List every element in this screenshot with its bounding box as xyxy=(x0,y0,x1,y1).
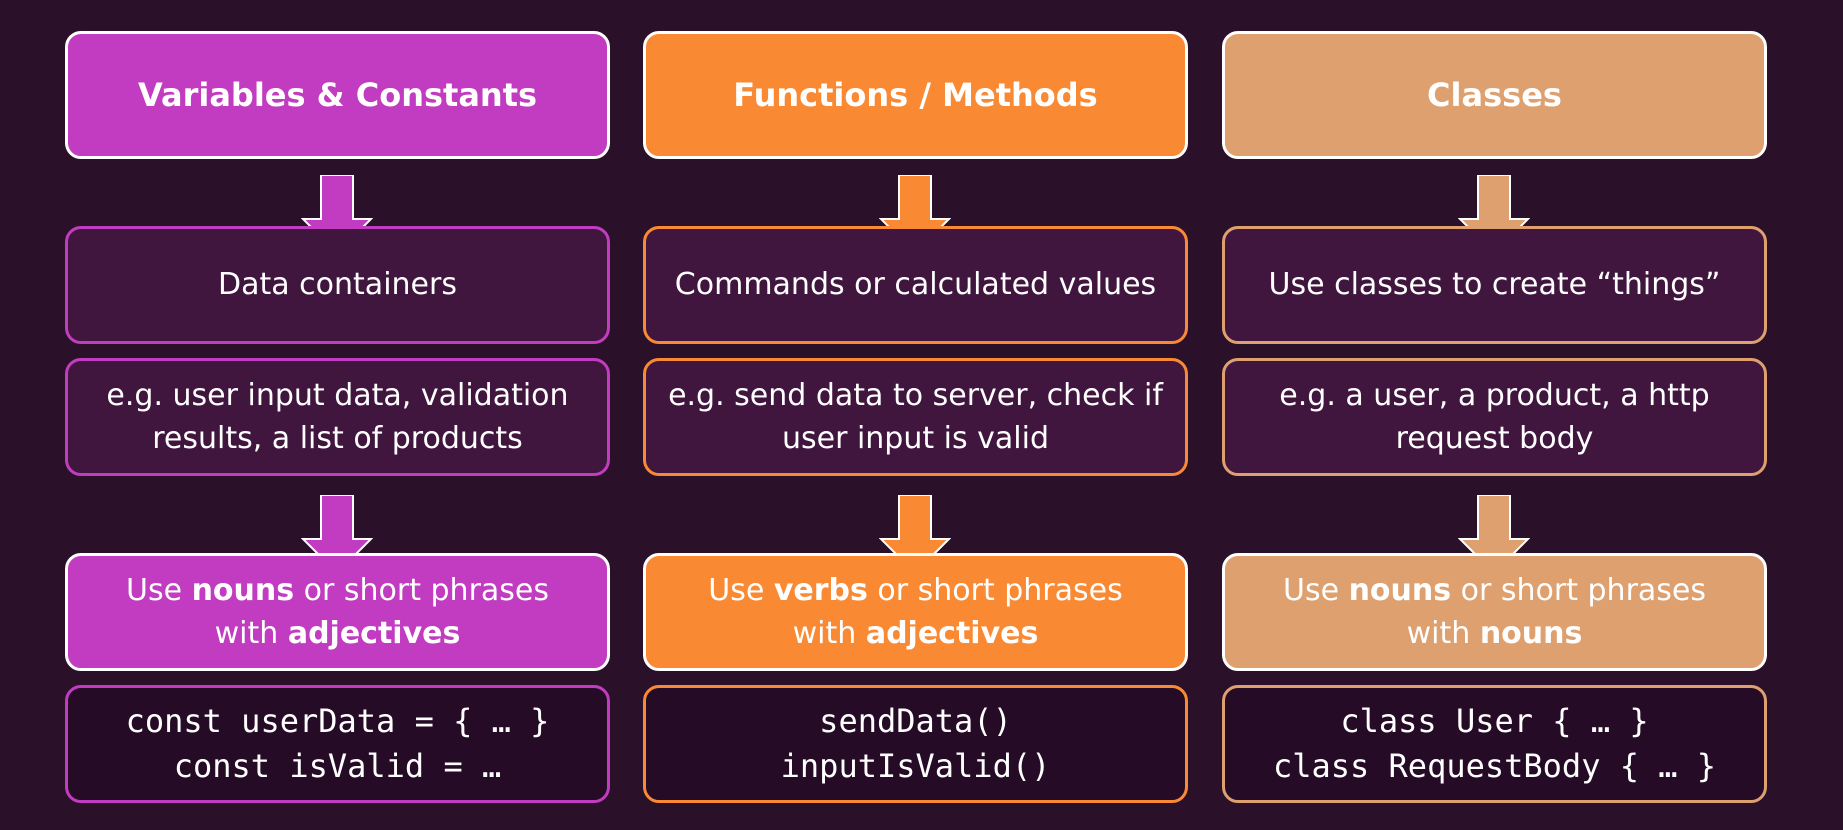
code-line: const isValid = … xyxy=(173,747,502,785)
rule-line-1: Use nouns or short phrases xyxy=(125,572,550,608)
column-functions: Functions / Methods Commands or calculat… xyxy=(643,0,1188,830)
naming-rule-box: Use nouns or short phrases with adjectiv… xyxy=(65,553,610,671)
code-line: class RequestBody { … } xyxy=(1272,747,1717,785)
code-lines: class User { … } class RequestBody { … } xyxy=(1273,699,1716,789)
rule-line-1: Use verbs or short phrases xyxy=(708,572,1123,608)
code-line: class User { … } xyxy=(1340,702,1649,741)
title-text: Functions / Methods xyxy=(733,76,1098,114)
rule-line-2: with nouns xyxy=(1406,616,1583,651)
rule-line-2: with adjectives xyxy=(214,616,461,651)
example-text: e.g. send data to server, check if user … xyxy=(668,377,1163,457)
code-lines: const userData = { … } const isValid = … xyxy=(126,699,550,789)
naming-rule-text: Use verbs or short phrases with adjectiv… xyxy=(708,569,1123,656)
purpose-box: Use classes to create “things” xyxy=(1222,226,1767,344)
title-box: Variables & Constants xyxy=(65,31,610,159)
code-example-box: const userData = { … } const isValid = … xyxy=(65,685,610,803)
title-box: Functions / Methods xyxy=(643,31,1188,159)
column-variables: Variables & Constants Data containers e.… xyxy=(65,0,610,830)
column-classes: Classes Use classes to create “things” e… xyxy=(1222,0,1767,830)
code-lines: sendData() inputIsValid() xyxy=(781,699,1051,789)
example-box: e.g. a user, a product, a http request b… xyxy=(1222,358,1767,476)
purpose-box: Data containers xyxy=(65,226,610,344)
naming-rule-box: Use nouns or short phrases with nouns xyxy=(1222,553,1767,671)
example-box: e.g. send data to server, check if user … xyxy=(643,358,1188,476)
rule-line-1: Use nouns or short phrases xyxy=(1282,572,1707,608)
title-text: Variables & Constants xyxy=(137,76,538,114)
example-text: e.g. a user, a product, a http request b… xyxy=(1279,377,1710,457)
title-text: Classes xyxy=(1427,76,1562,114)
code-example-box: sendData() inputIsValid() xyxy=(643,685,1188,803)
naming-rule-text: Use nouns or short phrases with adjectiv… xyxy=(126,569,549,656)
naming-rule-text: Use nouns or short phrases with nouns xyxy=(1283,569,1706,656)
purpose-text: Commands or calculated values xyxy=(674,267,1157,302)
example-text: e.g. user input data, validation results… xyxy=(106,377,569,457)
code-line: inputIsValid() xyxy=(780,747,1051,785)
example-box: e.g. user input data, validation results… xyxy=(65,358,610,476)
title-box: Classes xyxy=(1222,31,1767,159)
code-example-box: class User { … } class RequestBody { … } xyxy=(1222,685,1767,803)
code-line: sendData() xyxy=(819,702,1012,741)
rule-line-2: with adjectives xyxy=(792,616,1039,651)
purpose-text: Use classes to create “things” xyxy=(1268,267,1721,302)
purpose-text: Data containers xyxy=(218,267,457,302)
naming-rule-box: Use verbs or short phrases with adjectiv… xyxy=(643,553,1188,671)
purpose-box: Commands or calculated values xyxy=(643,226,1188,344)
code-line: const userData = { … } xyxy=(125,702,550,741)
